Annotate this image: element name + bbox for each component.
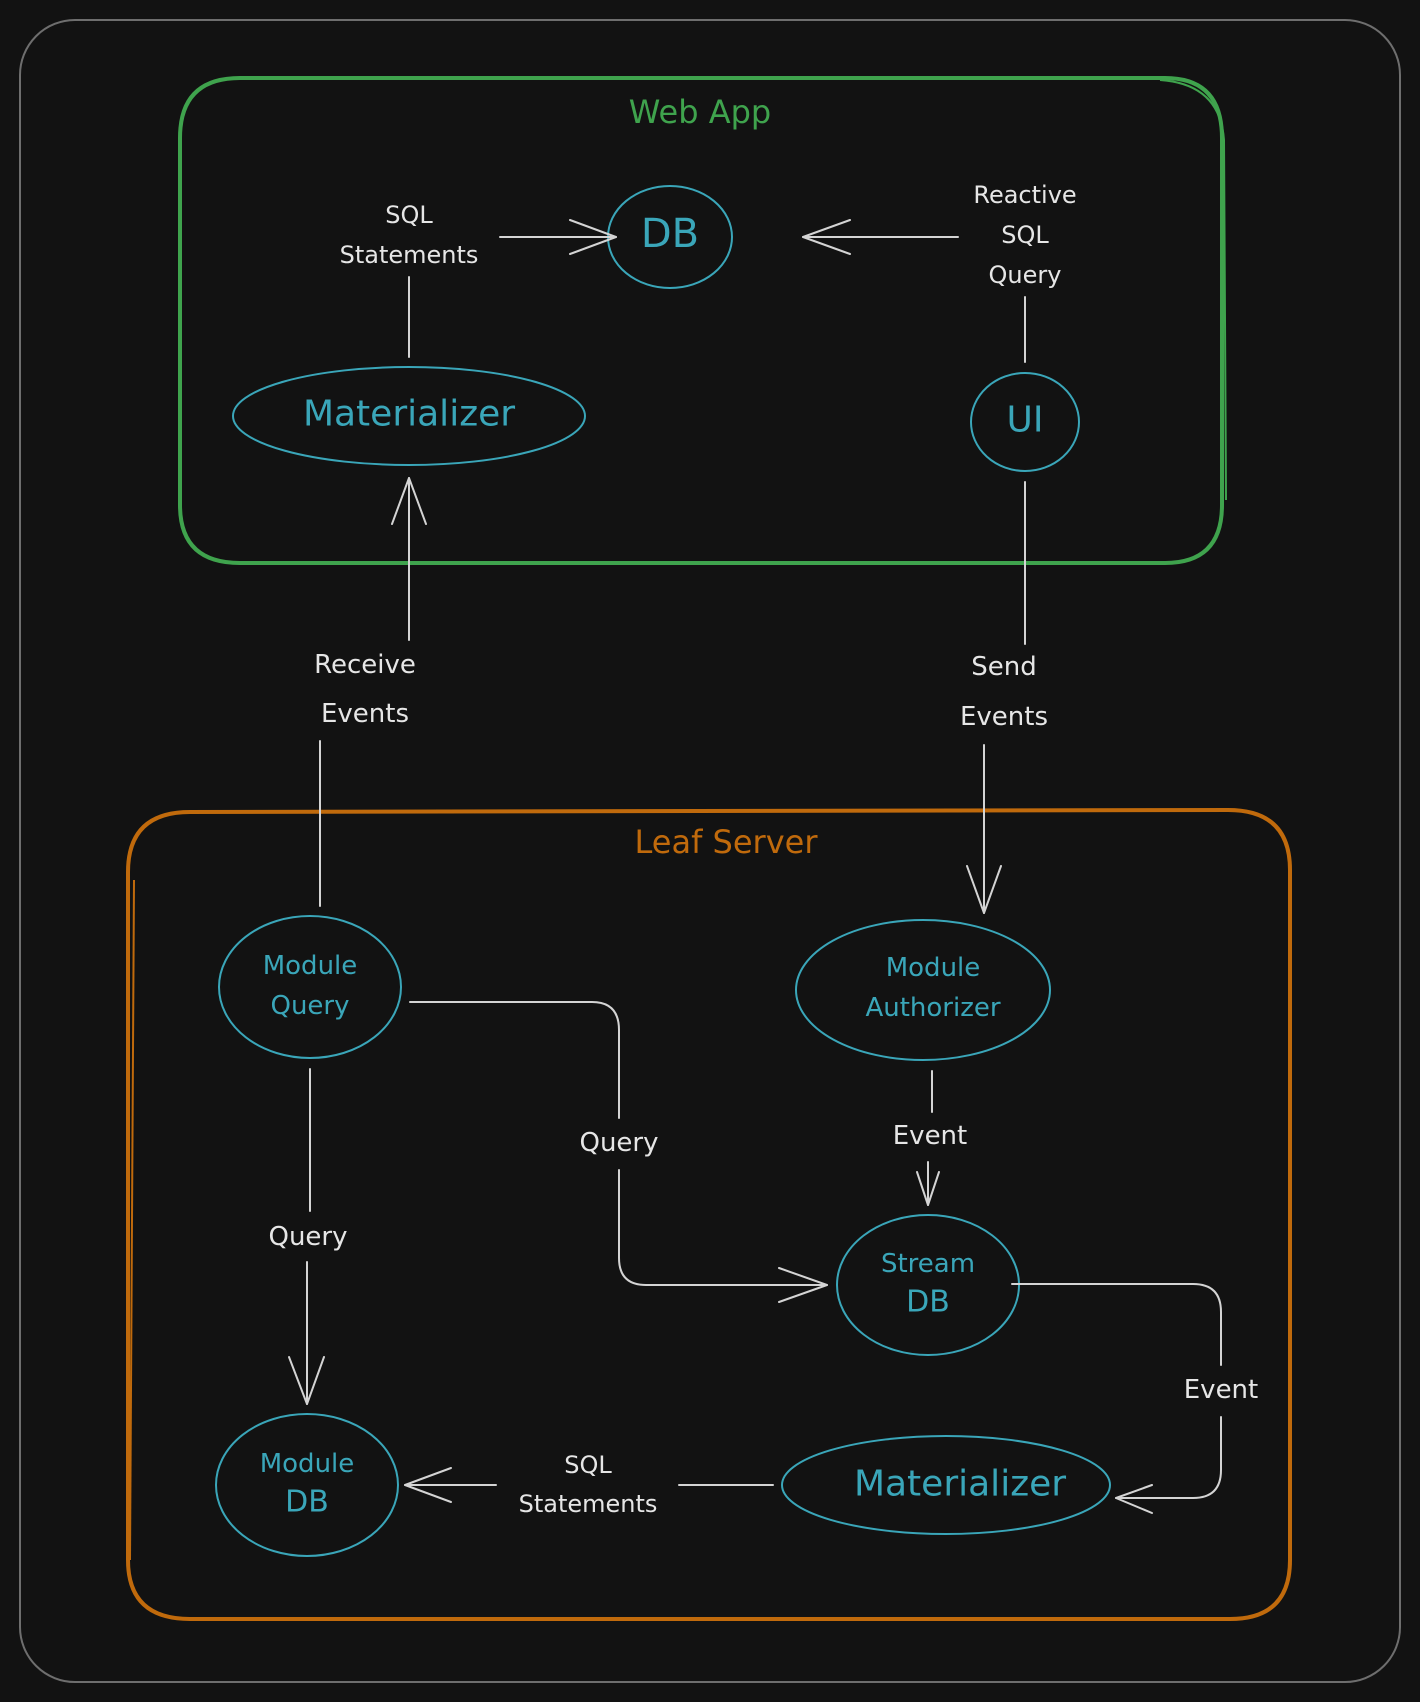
edge-line bbox=[409, 1001, 620, 1119]
edge-send-events[interactable]: Send Events bbox=[960, 481, 1048, 914]
arrowhead-icon bbox=[404, 1467, 452, 1503]
module-db-label-line2: DB bbox=[285, 1485, 329, 1520]
canvas-frame bbox=[19, 19, 1401, 1683]
arrowhead-icon bbox=[288, 1356, 325, 1405]
arrowhead-icon bbox=[1115, 1484, 1153, 1514]
edge-label: Event bbox=[1184, 1375, 1258, 1405]
edge-authorizer-event[interactable]: Event bbox=[893, 1070, 967, 1206]
web-app-title: Web App bbox=[629, 93, 771, 131]
edge-label: Event bbox=[893, 1121, 967, 1151]
edge-label-line1: SQL bbox=[564, 1451, 612, 1479]
web-app-boundary bbox=[178, 76, 1224, 565]
node-stream-db[interactable]: Stream DB bbox=[836, 1214, 1020, 1356]
edge-line bbox=[618, 1169, 828, 1286]
edge-label-line1: Send bbox=[971, 652, 1036, 682]
leaf-server-boundary bbox=[126, 807, 1292, 1621]
web-app-boundary-sketch bbox=[1159, 79, 1227, 501]
node-module-db[interactable]: Module DB bbox=[215, 1413, 399, 1557]
edge-label-line3: Query bbox=[989, 261, 1062, 289]
arrowhead-icon bbox=[569, 219, 617, 255]
node-web-ui[interactable]: UI bbox=[970, 372, 1080, 472]
module-authorizer-label-line2: Authorizer bbox=[865, 993, 1000, 1023]
module-authorizer-label-line1: Module bbox=[886, 953, 981, 983]
edge-line bbox=[1011, 1283, 1222, 1366]
arrowhead-icon bbox=[778, 1267, 828, 1303]
edge-receive-events[interactable]: Receive Events bbox=[314, 477, 427, 907]
edge-label-line2: Statements bbox=[519, 1490, 658, 1518]
module-query-label-line1: Module bbox=[263, 951, 358, 981]
edge-query-to-module-db[interactable]: Query bbox=[268, 1068, 348, 1405]
module-query-shape bbox=[218, 915, 402, 1059]
edge-line bbox=[1115, 1416, 1222, 1499]
node-module-authorizer[interactable]: Module Authorizer bbox=[795, 919, 1051, 1061]
edge-label-line2: Events bbox=[321, 699, 409, 729]
arrowhead-icon bbox=[916, 1171, 940, 1206]
node-leaf-materializer[interactable]: Materializer bbox=[781, 1435, 1111, 1535]
leaf-server-title: Leaf Server bbox=[635, 823, 819, 861]
edge-label-line2: SQL bbox=[1001, 221, 1049, 249]
leaf-materializer-shape bbox=[781, 1435, 1111, 1535]
module-db-label-line1: Module bbox=[260, 1449, 355, 1479]
web-db-label: DB bbox=[641, 211, 699, 257]
arrowhead-icon bbox=[966, 865, 1002, 914]
node-web-materializer[interactable]: Materializer bbox=[232, 366, 586, 466]
leaf-server-boundary-sketch bbox=[129, 879, 135, 1561]
edge-reactive-sql-query[interactable]: Reactive SQL Query bbox=[802, 181, 1077, 363]
module-authorizer-shape bbox=[795, 919, 1051, 1061]
edge-label-line1: SQL bbox=[385, 201, 433, 229]
arrowhead-icon bbox=[391, 477, 427, 525]
leaf-materializer-label: Materializer bbox=[854, 1464, 1066, 1505]
edge-label: Query bbox=[579, 1128, 658, 1158]
edge-leaf-sql-statements[interactable]: SQL Statements bbox=[404, 1451, 774, 1518]
arrowhead-icon bbox=[802, 219, 851, 255]
stream-db-label-line2: DB bbox=[906, 1285, 950, 1320]
edge-web-sql-statements[interactable]: SQL Statements bbox=[340, 201, 617, 358]
stream-db-label-line1: Stream bbox=[881, 1249, 975, 1279]
edge-label-line2: Statements bbox=[340, 241, 479, 269]
edge-label: Query bbox=[268, 1222, 347, 1252]
edge-label-line1: Receive bbox=[314, 650, 416, 680]
web-ui-shape bbox=[970, 372, 1080, 472]
edge-label-line2: Events bbox=[960, 702, 1048, 732]
edge-label-line1: Reactive bbox=[973, 181, 1076, 209]
edge-stream-event[interactable]: Event bbox=[1011, 1283, 1258, 1514]
edge-query-to-stream-db[interactable]: Query bbox=[409, 1001, 828, 1303]
group-web-app[interactable]: Web App bbox=[178, 76, 1227, 565]
node-web-db[interactable]: DB bbox=[607, 185, 733, 289]
web-materializer-shape bbox=[232, 366, 586, 466]
module-query-label-line2: Query bbox=[270, 991, 349, 1021]
group-leaf-server[interactable]: Leaf Server bbox=[126, 807, 1292, 1621]
web-ui-label: UI bbox=[1007, 400, 1044, 441]
module-db-shape bbox=[215, 1413, 399, 1557]
node-module-query[interactable]: Module Query bbox=[218, 915, 402, 1059]
web-materializer-label: Materializer bbox=[303, 394, 515, 435]
